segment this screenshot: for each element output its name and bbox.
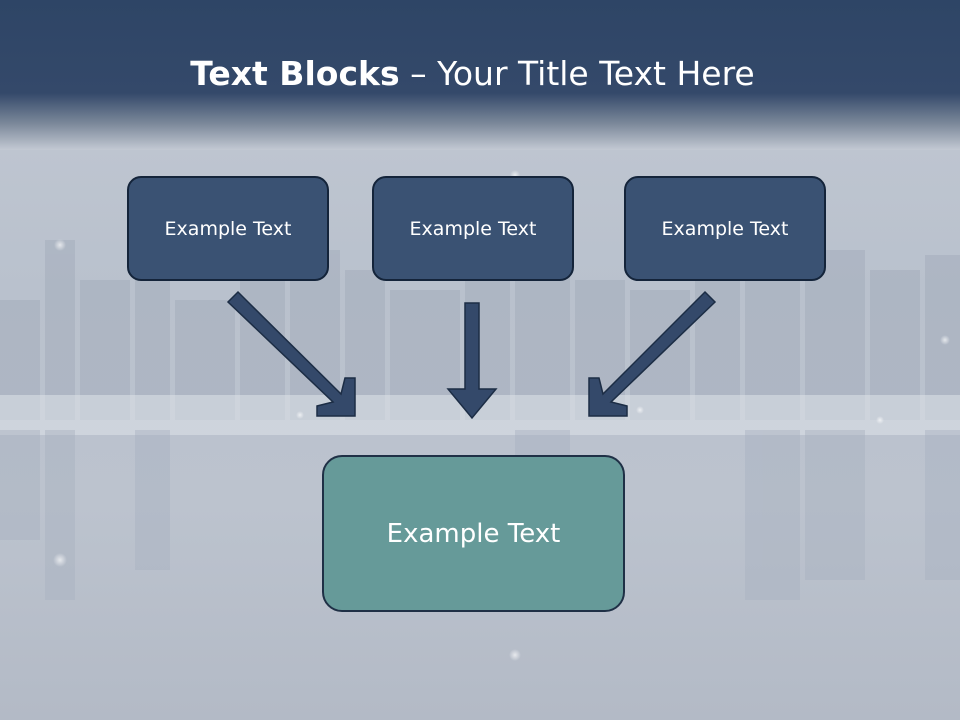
- title-rest: Your Title Text Here: [437, 54, 755, 93]
- bottom-box[interactable]: Example Text: [322, 455, 625, 612]
- title-bold: Text Blocks: [190, 54, 400, 93]
- top-box-1-label: Example Text: [164, 217, 292, 240]
- slide-title: Text Blocks – Your Title Text Here: [0, 54, 945, 93]
- top-box-2[interactable]: Example Text: [372, 176, 574, 281]
- top-box-1[interactable]: Example Text: [127, 176, 329, 281]
- bottom-box-label: Example Text: [386, 518, 561, 549]
- title-dash: –: [399, 54, 438, 93]
- title-bar: [0, 0, 960, 150]
- top-box-2-label: Example Text: [409, 217, 537, 240]
- arrow-down-right-icon: [226, 290, 356, 417]
- arrow-down-left-icon: [588, 290, 717, 417]
- top-box-3-label: Example Text: [661, 217, 789, 240]
- top-box-3[interactable]: Example Text: [624, 176, 826, 281]
- arrow-down-icon: [446, 302, 498, 420]
